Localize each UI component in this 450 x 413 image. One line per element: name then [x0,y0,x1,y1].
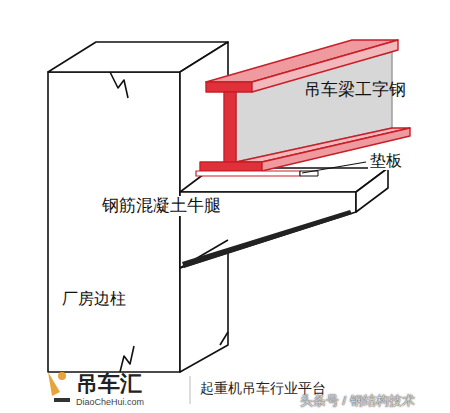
corbel-top [180,168,388,192]
i-beam [200,40,410,171]
pad-label: 垫板 [368,152,404,170]
brand-name: 吊车汇 [76,371,142,396]
column-front [48,72,180,372]
watermark: 头条号 / 钢结构技术 [300,394,415,409]
divider [190,376,191,404]
brand-url: DiaoCheHui.com [76,397,144,407]
column-label: 厂房边柱 [62,290,126,308]
corbel-label: 钢筋混凝土牛腿 [100,196,223,216]
beam-label: 吊车梁工字钢 [304,80,406,100]
leader-line [302,162,366,173]
logo-icon [48,372,70,402]
pad-plate [196,171,300,176]
